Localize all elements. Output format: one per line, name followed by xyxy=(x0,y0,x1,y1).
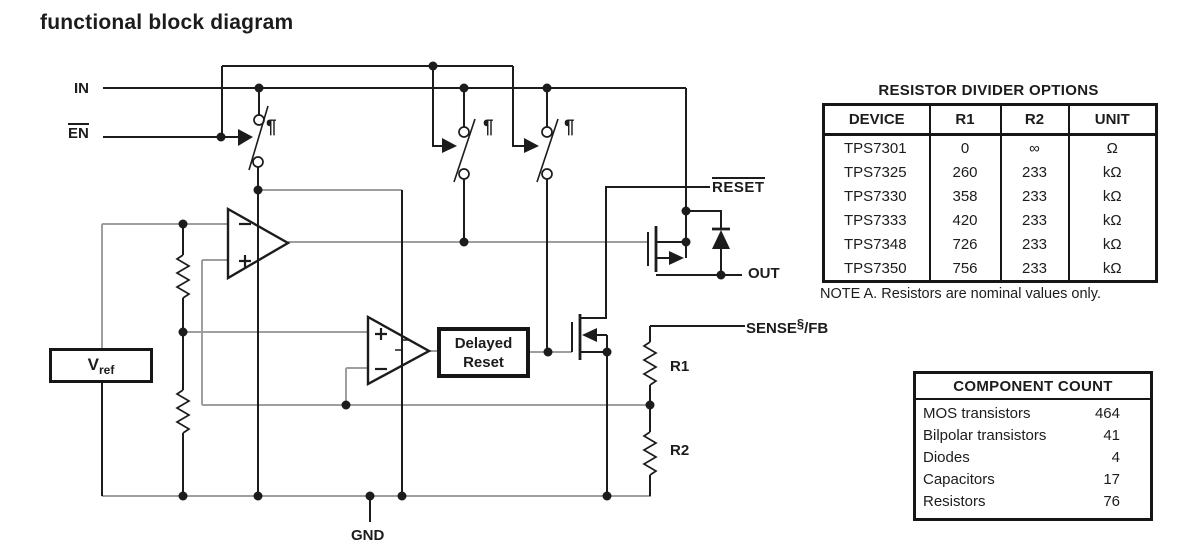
table-row: Bilpolar transistors 41 xyxy=(916,425,1150,447)
table-header-row: DEVICE R1 R2 UNIT xyxy=(822,103,1158,136)
pilcrow-footnote-icon: ¶ xyxy=(266,117,277,138)
table-row: TPS7333 420 233 kΩ xyxy=(822,208,1158,232)
crossing-verticals xyxy=(257,190,403,496)
table-row: MOS transistors 464 xyxy=(916,403,1150,425)
pass-transistor-icon xyxy=(647,226,687,276)
table-row: Resistors 76 xyxy=(916,491,1150,513)
switch-blades xyxy=(248,105,559,183)
resistor-r1-icon xyxy=(642,341,658,386)
pin-label-out: OUT xyxy=(748,265,780,282)
component-value: 76 xyxy=(1103,493,1120,510)
switch3-blade-icon xyxy=(536,118,559,183)
pilcrow-footnote-icon: ¶ xyxy=(564,117,575,138)
resistor-label-r2: R2 xyxy=(670,442,690,459)
switch1-blade-icon xyxy=(248,105,269,171)
col-header-unit: UNIT xyxy=(1067,103,1158,136)
divider-resistors-icon xyxy=(175,254,658,476)
col-header-r1: R1 xyxy=(928,103,1002,136)
pin-label-reset: RESET xyxy=(712,177,765,196)
table-row: TPS7325 260 233 kΩ xyxy=(822,160,1158,184)
resistor-label-r1: R1 xyxy=(670,358,690,375)
reset-transistor-icon xyxy=(571,314,597,360)
reset-wire xyxy=(580,186,710,319)
component-value: 4 xyxy=(1111,449,1120,466)
arrow-right-icon xyxy=(442,138,457,153)
component-label: Diodes xyxy=(923,449,970,466)
table-row: TPS7350 756 233 kΩ xyxy=(822,256,1158,282)
pilcrow-footnote-icon: ¶ xyxy=(483,117,494,138)
table-row: TPS7330 358 233 kΩ xyxy=(822,184,1158,208)
table-title: RESISTOR DIVIDER OPTIONS xyxy=(878,82,1099,99)
table-note: NOTE A. Resistors are nominal values onl… xyxy=(820,286,1101,302)
component-value: 17 xyxy=(1103,471,1120,488)
diode-icon xyxy=(712,227,730,249)
plus-sign-icon xyxy=(239,255,251,267)
hysteresis-comparator-icon xyxy=(366,314,432,387)
vref-block: Vref xyxy=(49,348,153,383)
component-value: 464 xyxy=(1094,405,1120,422)
table-title: COMPONENT COUNT xyxy=(916,374,1150,400)
switch-contacts xyxy=(252,114,553,180)
enable-arrowheads xyxy=(238,129,539,153)
component-label: Capacitors xyxy=(923,471,995,488)
vref-label: Vref xyxy=(87,354,115,377)
pin-label-gnd: GND xyxy=(351,527,385,544)
resistor-r2-icon xyxy=(642,431,658,476)
plus-sign-icon xyxy=(375,328,387,340)
arrow-right-icon xyxy=(524,138,539,153)
col-header-device: DEVICE xyxy=(822,103,931,136)
component-label: Bilpolar transistors xyxy=(923,427,1047,444)
resistor-divider-options-table: RESISTOR DIVIDER OPTIONS DEVICE R1 R2 UN… xyxy=(822,82,1158,283)
component-label: MOS transistors xyxy=(923,405,1031,422)
component-value: 41 xyxy=(1103,427,1120,444)
power-wires-black xyxy=(101,65,745,522)
pin-label-en: EN xyxy=(68,123,89,142)
pin-label-in: IN xyxy=(74,80,89,97)
table-row: TPS7348 726 233 kΩ xyxy=(822,232,1158,256)
table-row: TPS7301 0 ∞ Ω xyxy=(822,134,1158,160)
arrow-right-icon xyxy=(238,129,253,146)
footnote-section-mark: § xyxy=(796,316,805,331)
junction-dots xyxy=(178,61,726,501)
table-row: Diodes 4 xyxy=(916,447,1150,469)
pin-label-sense-fb: SENSE§/FB xyxy=(746,316,829,337)
component-count-table: COMPONENT COUNT MOS transistors 464 Bilp… xyxy=(913,371,1153,521)
switch2-blade-icon xyxy=(453,118,476,183)
col-header-r2: R2 xyxy=(999,103,1070,136)
component-label: Resistors xyxy=(923,493,986,510)
page-title: functional block diagram xyxy=(40,11,294,34)
table-row: Capacitors 17 xyxy=(916,469,1150,491)
